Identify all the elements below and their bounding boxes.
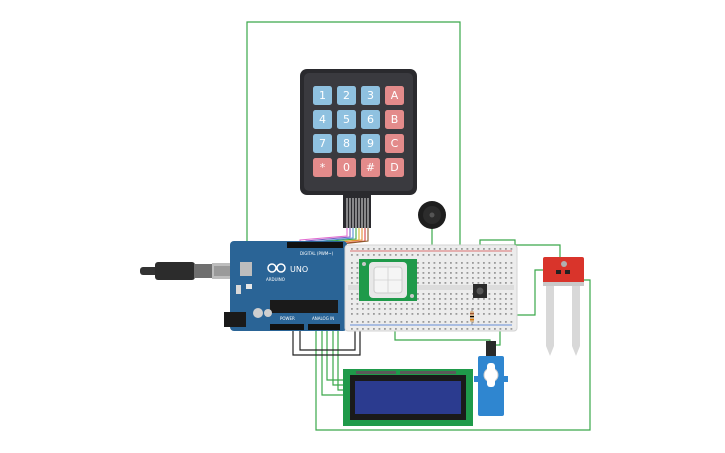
analog-header	[308, 324, 340, 330]
piezo-buzzer[interactable]	[418, 201, 446, 229]
push-button[interactable]	[473, 284, 487, 298]
lcd-display[interactable]	[343, 369, 473, 426]
keypad-key-label: A	[391, 89, 399, 102]
servo-motor[interactable]	[474, 341, 508, 416]
model-label: UNO	[290, 265, 308, 274]
wire-lcd-2[interactable]	[332, 330, 345, 386]
digital-label: DIGITAL (PWM~)	[300, 251, 334, 256]
keypad-key[interactable]: 5	[337, 110, 356, 129]
keypad-key[interactable]: D	[385, 158, 404, 177]
keypad-key-label: 0	[343, 161, 350, 174]
keypad-key-label: D	[390, 161, 398, 174]
keypad-key-label: #	[366, 161, 375, 174]
keypad-key[interactable]: 1	[313, 86, 332, 105]
keypad-key[interactable]: 3	[361, 86, 380, 105]
wire-lcd-4[interactable]	[321, 330, 345, 396]
keypad-key-label: 1	[319, 89, 326, 102]
wire-servo-2[interactable]	[495, 330, 501, 346]
keypad-key-label: 4	[319, 113, 326, 126]
brand-label: ARDUINO	[266, 277, 285, 282]
keypad-connector	[343, 195, 371, 228]
keypad-key-label: 9	[367, 137, 374, 150]
wire-dark-1[interactable]	[292, 330, 361, 356]
analog-label: ANALOG IN	[312, 316, 334, 321]
keypad-key-label: 2	[343, 89, 350, 102]
pir-sensor[interactable]	[359, 259, 417, 301]
keypad-key-label: C	[391, 137, 399, 150]
digital-header	[287, 242, 343, 248]
usb-cable[interactable]	[140, 262, 242, 280]
keypad-key-label: B	[391, 113, 399, 126]
wire-dark-2[interactable]	[299, 320, 356, 351]
power-label: POWER	[280, 316, 295, 321]
wire-sensor-bottom[interactable]	[315, 279, 591, 431]
keypad-key[interactable]: 0	[337, 158, 356, 177]
keypad-key-label: 8	[343, 137, 350, 150]
keypad-key[interactable]: 8	[337, 134, 356, 153]
wire-sensor-long[interactable]	[510, 269, 550, 316]
keypad-key[interactable]: 4	[313, 110, 332, 129]
keypad-key[interactable]: 9	[361, 134, 380, 153]
keypad-key-label: *	[320, 161, 326, 174]
keypad-keys: 1 2 3 A 4 5 6 B 7 8 9 C * 0 # D	[313, 86, 404, 177]
keypad-key[interactable]: C	[385, 134, 404, 153]
soil-moisture-sensor[interactable]	[543, 257, 584, 356]
keypad-key-label: 3	[367, 89, 374, 102]
keypad-key[interactable]: *	[313, 158, 332, 177]
wire-lcd-1[interactable]	[326, 330, 345, 381]
keypad-key[interactable]: #	[361, 158, 380, 177]
arduino-uno[interactable]: UNO ARDUINO DIGITAL (PWM~) POWER ANALOG …	[224, 241, 347, 331]
microcontroller-chip	[270, 300, 338, 313]
keypad-key-label: 5	[343, 113, 350, 126]
lcd-screen	[355, 381, 461, 414]
arduino-logo	[267, 263, 286, 273]
resistor	[470, 308, 474, 325]
keypad-key-label: 6	[367, 113, 374, 126]
keypad-key[interactable]: 6	[361, 110, 380, 129]
keypad-key[interactable]: 2	[337, 86, 356, 105]
keypad-key-label: 7	[319, 137, 326, 150]
wires	[246, 21, 591, 431]
power-header	[270, 324, 304, 330]
keypad-key[interactable]: B	[385, 110, 404, 129]
keypad-key[interactable]: A	[385, 86, 404, 105]
keypad-key[interactable]: 7	[313, 134, 332, 153]
keypad[interactable]: 1 2 3 A 4 5 6 B 7 8 9 C * 0 # D	[300, 69, 417, 228]
